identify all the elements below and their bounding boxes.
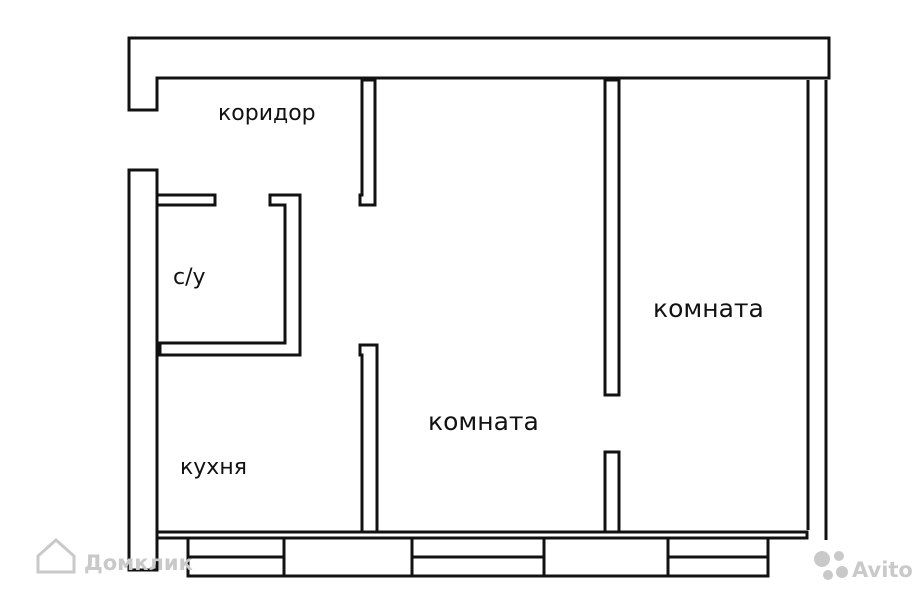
bathroom-wall-top-left	[155, 193, 217, 207]
window-right-room	[666, 536, 770, 578]
avito-watermark: Avito	[814, 551, 913, 582]
avito-dots-icon	[814, 551, 848, 580]
room-label-kitchen: кухня	[180, 455, 247, 480]
domclick-watermark-text: Домклик	[84, 551, 193, 575]
corridor-partition-wall	[358, 78, 377, 207]
room-divider-lower	[603, 450, 621, 534]
bottom-pier-2	[542, 536, 670, 578]
room-label-corridor: коридор	[218, 101, 316, 126]
room-partition-wall	[358, 343, 379, 534]
house-icon	[36, 537, 76, 574]
bathroom-wall-right	[158, 193, 302, 357]
room-label-middle-room: комната	[428, 407, 539, 436]
top-outer-wall	[127, 36, 831, 112]
room-label-right-room: комната	[653, 294, 764, 323]
left-outer-wall	[127, 168, 159, 572]
room-label-bathroom: с/у	[173, 265, 206, 290]
avito-watermark-text: Avito	[852, 558, 913, 582]
room-divider-upper	[603, 78, 621, 397]
window-middle-room	[410, 536, 546, 578]
bottom-pier-1	[282, 536, 414, 578]
window-kitchen	[186, 536, 286, 578]
domclick-watermark: Домклик	[36, 537, 193, 575]
